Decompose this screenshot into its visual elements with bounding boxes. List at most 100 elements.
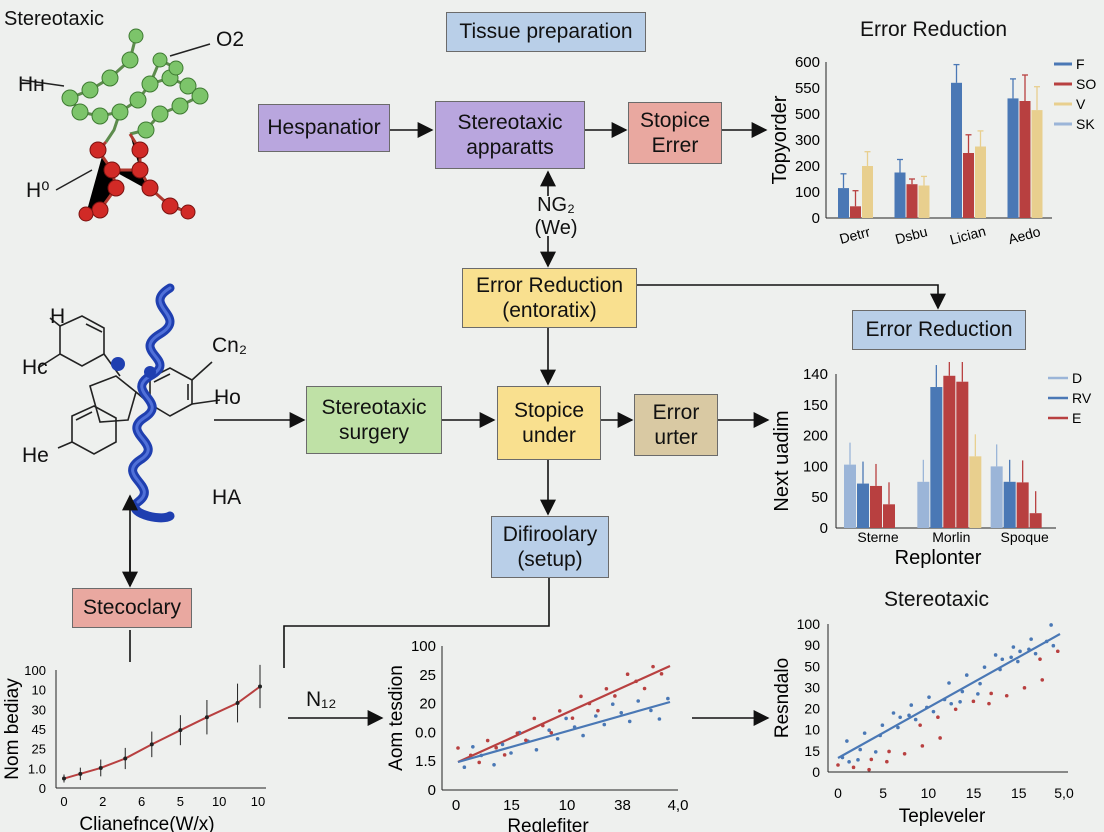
chart3-x-tick: 2 bbox=[99, 794, 106, 809]
chart5-point bbox=[902, 752, 907, 756]
chart4-x-tick: 15 bbox=[503, 797, 520, 814]
chart3-y-tick: 45 bbox=[32, 722, 46, 737]
chart3-series-line bbox=[63, 685, 261, 780]
chart4-y-tick: 25 bbox=[419, 667, 436, 684]
chart4-point bbox=[456, 746, 460, 750]
chart5-point bbox=[976, 692, 980, 696]
chart4-y-tick: 100 bbox=[411, 638, 436, 655]
molecule-1-illustration bbox=[21, 28, 211, 222]
chart2-bar bbox=[943, 375, 956, 528]
chart4-point bbox=[596, 708, 600, 713]
chart5-point bbox=[964, 673, 969, 677]
ng2-line2: (We) bbox=[534, 217, 578, 239]
chart5-x-label: Tepleveler bbox=[899, 806, 986, 827]
stopice-errer-line1: Stopice bbox=[639, 108, 711, 132]
chart5-y-tick: 50 bbox=[804, 658, 820, 674]
chart4-point bbox=[587, 701, 592, 706]
chart4-point bbox=[570, 716, 575, 720]
stopice-under-line1: Stopice bbox=[513, 398, 585, 422]
chart5-point bbox=[869, 757, 874, 762]
chart5-point bbox=[1016, 659, 1020, 664]
chart5-point bbox=[878, 733, 882, 738]
chart4-x-label: Reglefiter bbox=[507, 816, 589, 832]
chart5-point bbox=[896, 725, 900, 730]
chart4-point bbox=[564, 716, 568, 721]
chart4-point bbox=[509, 751, 513, 755]
h-label-top: Hʜ bbox=[18, 73, 45, 96]
chart5-point bbox=[856, 758, 860, 762]
chart2-bar bbox=[870, 485, 882, 528]
chart1-bar bbox=[918, 185, 930, 218]
chart5-y-label: Resndalo bbox=[772, 658, 793, 738]
top-left-label: Stereotaxic bbox=[4, 8, 105, 30]
chart5-point bbox=[898, 715, 902, 720]
chart4-point bbox=[651, 664, 655, 669]
chart2-bar bbox=[969, 456, 982, 528]
chart5-point bbox=[1004, 693, 1009, 698]
chart5-point bbox=[887, 749, 891, 754]
n12-label: N₁₂ bbox=[306, 688, 337, 711]
chart4-x-tick: 0 bbox=[452, 797, 460, 814]
chart2-x-tick: Morlin bbox=[932, 529, 970, 545]
chart1-x-tick: Dsbu bbox=[893, 223, 929, 247]
chart4-trend-red bbox=[457, 664, 671, 764]
chart1-y-tick: 550 bbox=[795, 80, 820, 97]
chart4-x-tick: 10 bbox=[559, 797, 576, 814]
chart3-y-tick: 30 bbox=[32, 702, 46, 717]
chart5-point bbox=[942, 697, 947, 702]
chart2-bar bbox=[1003, 481, 1016, 528]
chart5-point bbox=[960, 689, 965, 694]
chart4-point bbox=[485, 738, 490, 743]
stopice-errer-box: Stopice Errer bbox=[628, 102, 722, 164]
chart5-point bbox=[847, 760, 851, 764]
chart1-bar bbox=[894, 172, 906, 218]
chart3-x-tick: 5 bbox=[177, 794, 184, 809]
chart1-bar bbox=[906, 184, 918, 218]
chart4-point bbox=[594, 714, 598, 718]
o2-label: O2 bbox=[216, 28, 245, 51]
chart5-y-tick: 15 bbox=[804, 743, 820, 759]
chart5-point bbox=[920, 744, 925, 748]
chart3-x-label: Clianefnce(W/x) bbox=[79, 814, 214, 832]
chart4-point bbox=[642, 686, 647, 691]
hespanatior-box: Hespanatior bbox=[258, 104, 390, 152]
chart5-x-tick: 5 bbox=[879, 785, 887, 801]
chart5-y-tick: 90 bbox=[804, 637, 820, 653]
chart1-x-tick: Detrr bbox=[838, 223, 873, 247]
error-urter-line2: urter bbox=[654, 426, 698, 449]
chart1-bar bbox=[850, 206, 861, 218]
h-label-1: H bbox=[50, 305, 66, 328]
chart5-point bbox=[936, 715, 940, 719]
chart5-point bbox=[913, 717, 918, 722]
chart2-x-tick: Sterne bbox=[857, 529, 898, 545]
chart2-y-tick: 140 bbox=[803, 366, 828, 383]
chart2-x-tick: Spoque bbox=[1001, 529, 1049, 545]
chart5-point bbox=[958, 700, 962, 704]
tissue-preparation-box: Tissue preparation bbox=[446, 12, 646, 52]
chart5-point bbox=[1009, 655, 1013, 660]
chart1-y-tick: 500 bbox=[795, 106, 820, 123]
chart4-point bbox=[462, 765, 467, 769]
h-label-bottom: H⁰ bbox=[26, 179, 50, 202]
chart5-point bbox=[982, 665, 987, 669]
chart4-y-tick: 0.0 bbox=[415, 724, 436, 741]
chart4-point bbox=[468, 753, 473, 758]
chart4-x-tick: 38 bbox=[614, 797, 631, 814]
chart4-point bbox=[541, 723, 545, 728]
chart5-point bbox=[978, 681, 982, 686]
chart5-point bbox=[938, 736, 942, 740]
chart5-point bbox=[880, 723, 885, 727]
chart4-point bbox=[532, 716, 537, 721]
chart4-point bbox=[579, 694, 583, 699]
stopice-under-line2: under bbox=[522, 424, 576, 447]
chart4-point bbox=[515, 731, 520, 735]
chart2-legend-label: E bbox=[1072, 410, 1081, 426]
chart1-legend-label: F bbox=[1076, 56, 1085, 72]
chart4-point bbox=[625, 672, 630, 676]
chart5-x-tick: 15 bbox=[966, 785, 982, 801]
chart5-trend-line bbox=[837, 633, 1061, 759]
cn2-label: Cn₂ bbox=[212, 334, 247, 357]
